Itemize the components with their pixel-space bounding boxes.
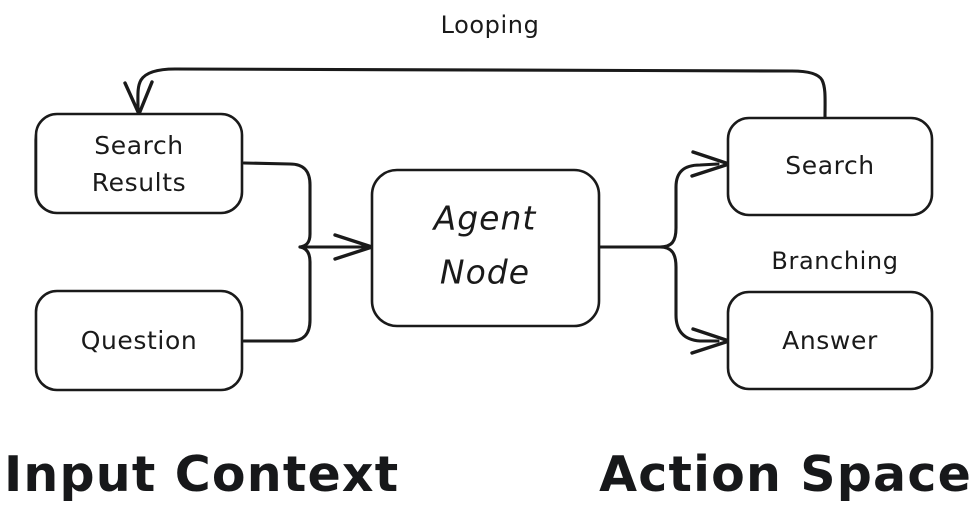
answer-box[interactable]	[726, 290, 934, 391]
search-box[interactable]	[726, 116, 934, 217]
looping-label: Looping	[441, 11, 540, 39]
agent-node-label-line1: Agent	[432, 199, 537, 238]
looping-edge-path	[136, 67, 827, 120]
question-label: Question	[81, 326, 198, 355]
node-search[interactable]: Search	[726, 116, 934, 217]
group-heading-input-context: Input Context	[4, 446, 399, 503]
edge-search-results-to-agent	[242, 161, 347, 249]
search-results-box[interactable]	[34, 112, 244, 215]
branch-upper-path	[658, 162, 720, 249]
edge-agent-to-branches	[598, 150, 731, 355]
search-results-edge-path	[242, 161, 347, 249]
group-heading-action-space: Action Space	[599, 446, 972, 503]
agent-node-box[interactable]	[370, 168, 601, 328]
edge-question-to-agent	[242, 245, 312, 343]
answer-label: Answer	[782, 326, 878, 355]
edge-looping	[123, 67, 827, 120]
branch-lower-path	[658, 245, 720, 343]
search-results-label-line2: Results	[92, 168, 186, 197]
node-search-results[interactable]: Search Results	[34, 112, 244, 215]
node-agent-node[interactable]: Agent Node	[370, 168, 601, 328]
agent-node-label-line2: Node	[440, 253, 530, 292]
question-edge-path	[242, 245, 312, 343]
node-answer[interactable]: Answer	[726, 290, 934, 391]
search-results-label-line1: Search	[94, 131, 184, 160]
search-label: Search	[785, 151, 875, 180]
question-box[interactable]	[34, 289, 244, 392]
branching-label: Branching	[771, 247, 898, 275]
node-question[interactable]: Question	[34, 289, 244, 392]
